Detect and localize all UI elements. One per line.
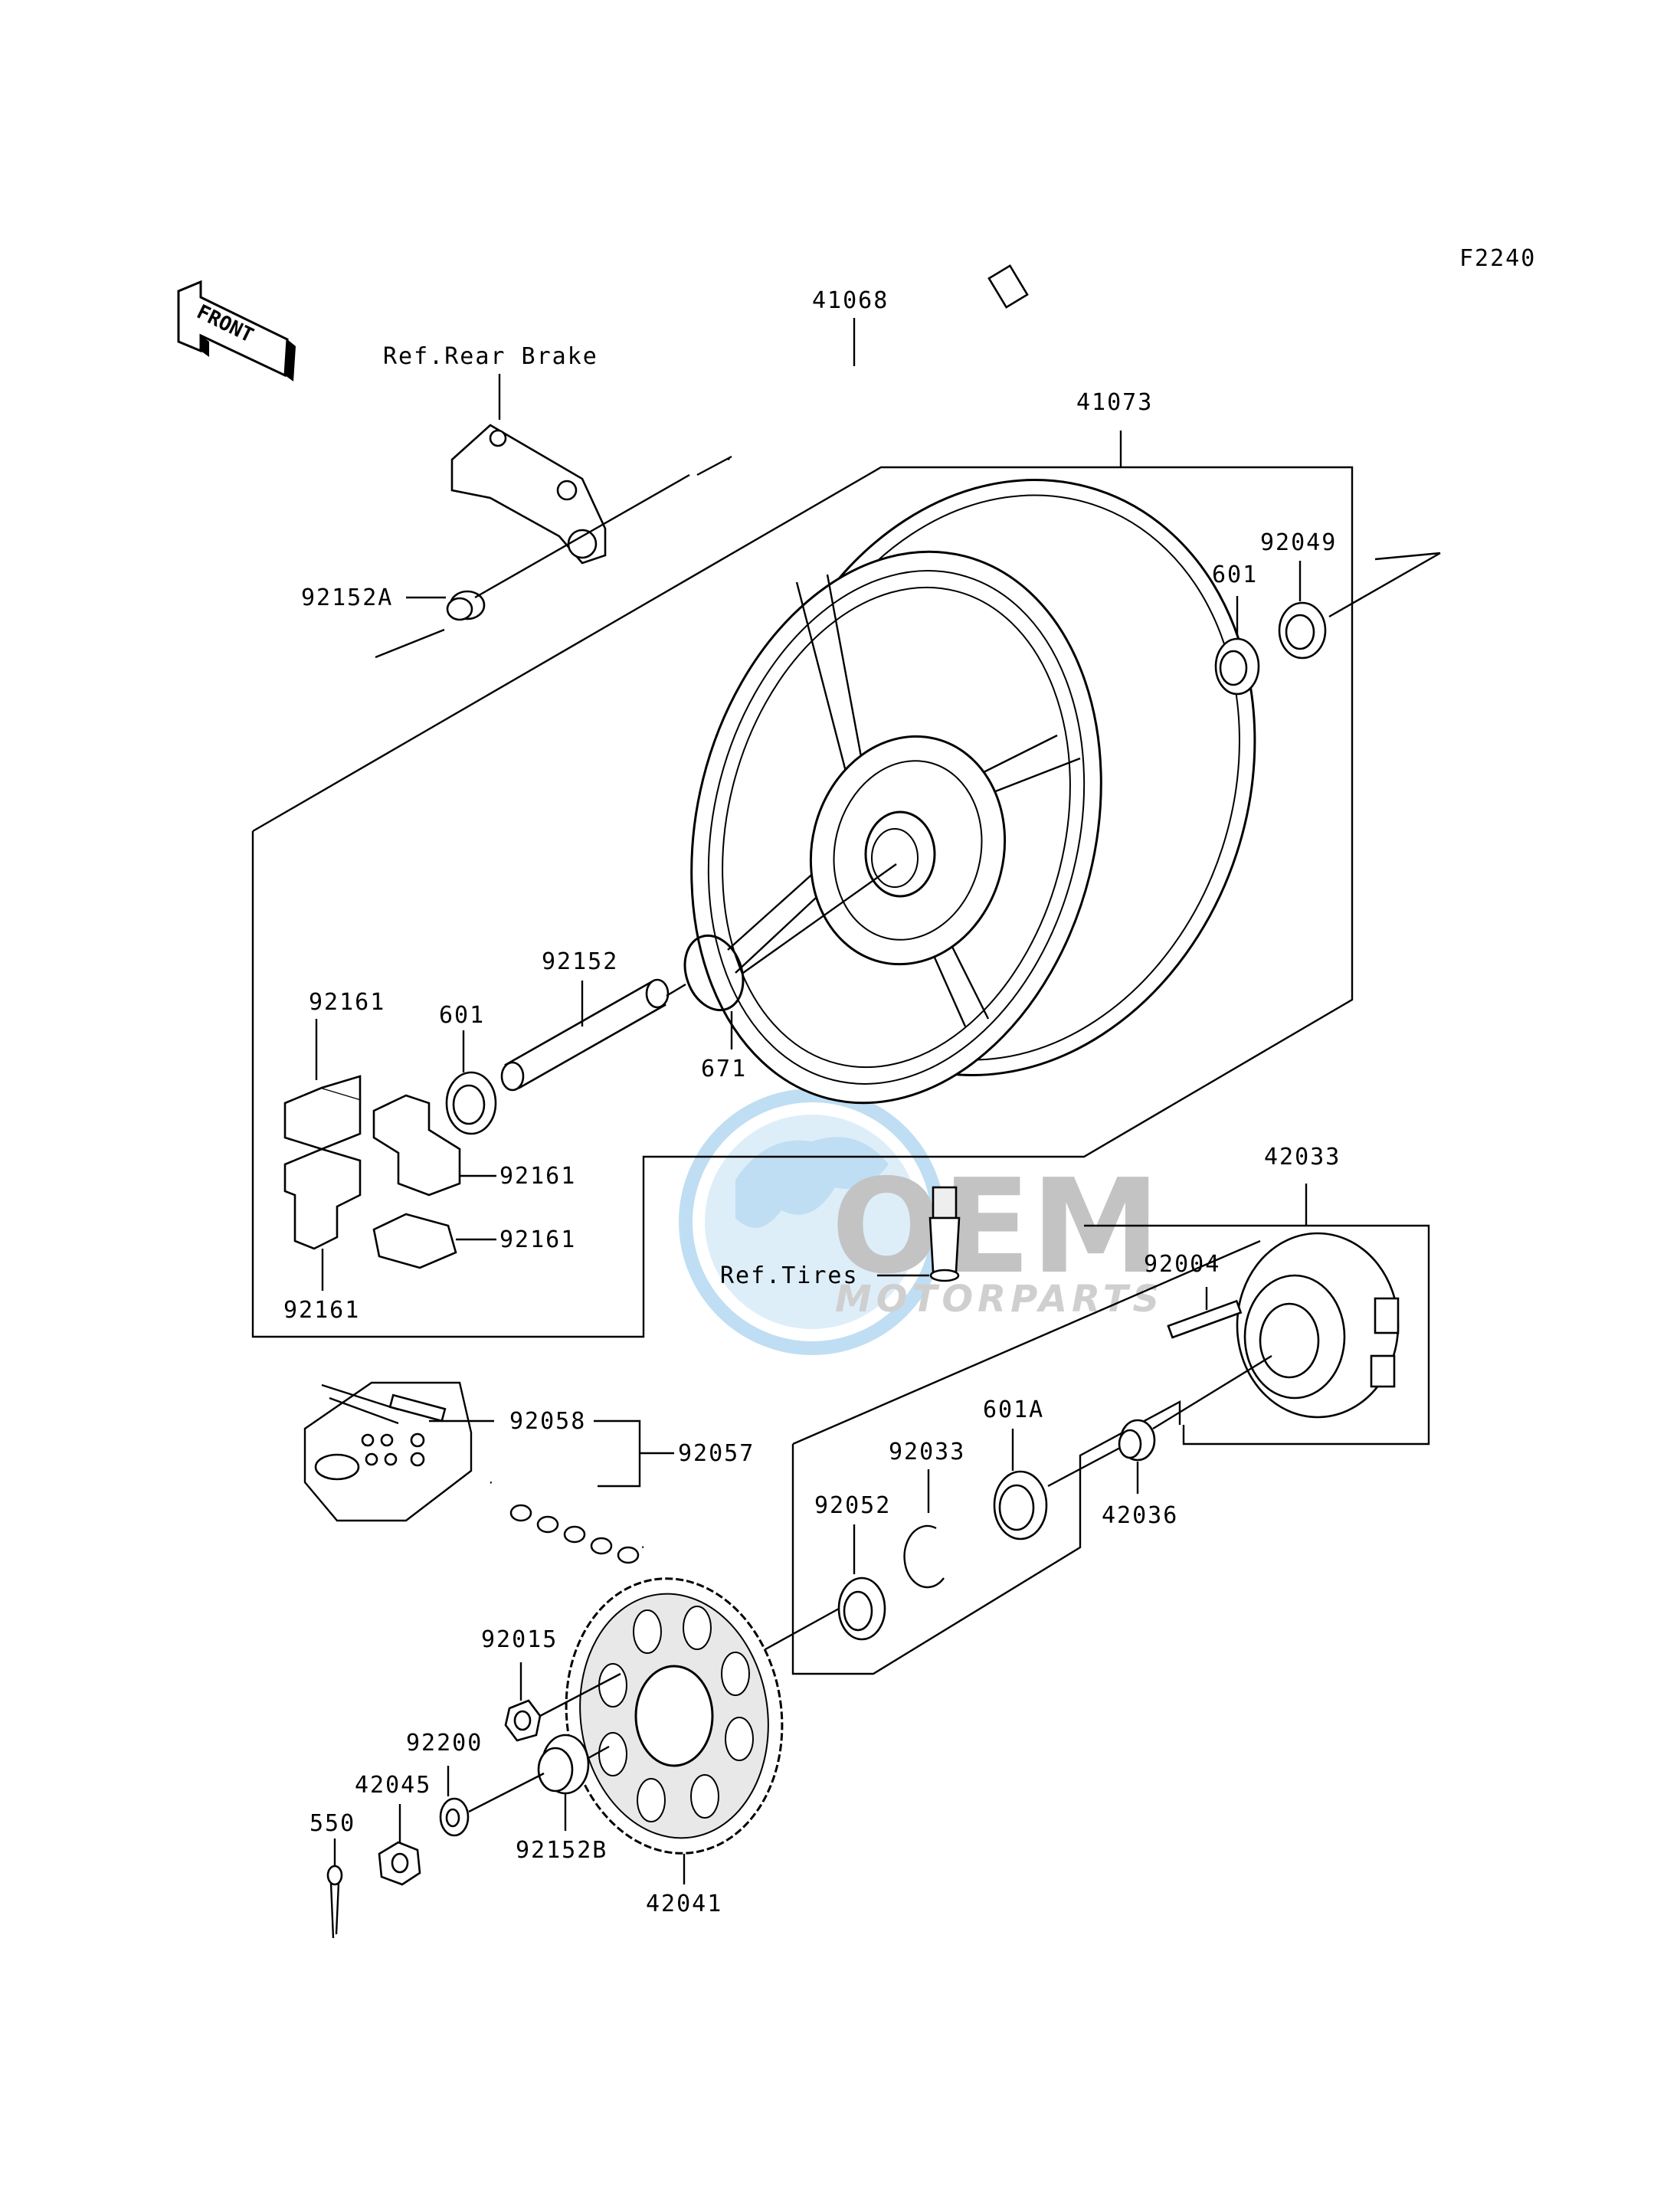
nut-92015 [504, 1699, 542, 1742]
seal-92052 [837, 1577, 886, 1641]
callout-42041: 42041 [646, 1891, 722, 1917]
sprocket-hub-box [791, 1400, 1181, 1675]
rear-sprocket-42041 [565, 1577, 784, 1855]
figure-code: F2240 [1459, 245, 1536, 272]
callout-92058: 92058 [509, 1408, 586, 1435]
ref-rear-brake-label: Ref.Rear Brake [383, 343, 598, 370]
damper-92161-4 [372, 1213, 457, 1269]
axis-line-sleeve [666, 983, 686, 997]
cotter-pin-550 [326, 1865, 343, 1939]
callout-42033: 42033 [1264, 1144, 1341, 1171]
axis-line-seal [758, 1607, 840, 1655]
callout-92161-b: 92161 [499, 1163, 576, 1190]
callout-92004: 92004 [1144, 1251, 1220, 1278]
watermark-subtitle: MOTORPARTS [835, 1278, 1164, 1321]
collar-92152B [537, 1734, 590, 1795]
bearing-601-top [1214, 637, 1260, 696]
axis-line-left [375, 628, 445, 659]
callout-671: 671 [701, 1056, 747, 1082]
callout-92057: 92057 [678, 1440, 755, 1467]
hub-box-diagonal [792, 1239, 1261, 1446]
axis-line-washer [468, 1772, 545, 1813]
callout-92161-c: 92161 [499, 1226, 576, 1253]
front-arrow-icon: FRONT [177, 280, 296, 381]
axis-line-601A [1047, 1446, 1121, 1488]
bearing-601A [993, 1470, 1048, 1541]
damper-92161-2 [372, 1094, 461, 1197]
callout-601A: 601A [983, 1396, 1044, 1423]
callout-92015: 92015 [481, 1626, 558, 1653]
watermark-brand: OEM [831, 1151, 1161, 1303]
leader-axle-collar [474, 473, 690, 599]
callout-601-left: 601 [439, 1002, 485, 1029]
callout-92200: 92200 [406, 1730, 483, 1757]
axis-line-hub [1152, 1354, 1272, 1430]
callout-42045: 42045 [355, 1772, 431, 1799]
axis-line-collar [588, 1745, 610, 1760]
callout-550: 550 [309, 1810, 355, 1837]
callout-92033: 92033 [889, 1439, 965, 1465]
hub-assembly-box [1084, 1224, 1430, 1446]
callout-41073: 41073 [1076, 389, 1153, 416]
circlip-92033 [903, 1524, 945, 1589]
bearing-601-left [445, 1071, 497, 1135]
axis-line-center [742, 863, 897, 974]
callout-601-top: 601 [1212, 562, 1258, 588]
axle-41068 [696, 264, 1029, 476]
drive-chain-92057 [490, 1478, 644, 1564]
callout-92049: 92049 [1260, 529, 1337, 556]
ref-tires-label: Ref.Tires [720, 1262, 859, 1289]
axle-nut-42045 [378, 1841, 421, 1886]
leader-92057-bracket [594, 1419, 641, 1488]
sleeve-92152 [500, 978, 670, 1092]
oem-motorparts-watermark: OEM MOTORPARTS [679, 1089, 1164, 1355]
caliper-bracket [450, 424, 607, 565]
stud-92004 [1167, 1299, 1243, 1339]
callout-92161-d: 92161 [283, 1297, 360, 1324]
axis-line-right [1328, 552, 1441, 618]
collar-42036 [1118, 1419, 1156, 1462]
coupling-hub-42033 [1236, 1232, 1400, 1419]
callout-92152: 92152 [542, 948, 618, 975]
master-link-92058 [303, 1381, 473, 1522]
damper-92161-3 [283, 1148, 362, 1250]
callout-42036: 42036 [1102, 1502, 1178, 1529]
callout-41068: 41068 [812, 287, 889, 314]
damper-92161-1 [283, 1075, 362, 1151]
axis-line-nut [539, 1672, 621, 1717]
o-ring-671 [683, 934, 745, 1012]
washer-92200 [439, 1797, 470, 1837]
collar-92152A [446, 590, 486, 621]
wheel-assembly-box [251, 466, 1354, 1338]
callout-92052: 92052 [814, 1492, 891, 1519]
callout-92152A: 92152A [301, 584, 393, 611]
seal-92049 [1278, 601, 1327, 660]
rear-wheel-rim [690, 479, 1256, 1105]
tire-valve-stem [928, 1186, 961, 1282]
axis-line-right-tip [1374, 552, 1441, 561]
callout-92152B: 92152B [516, 1837, 607, 1864]
callout-92161-a: 92161 [309, 989, 385, 1016]
